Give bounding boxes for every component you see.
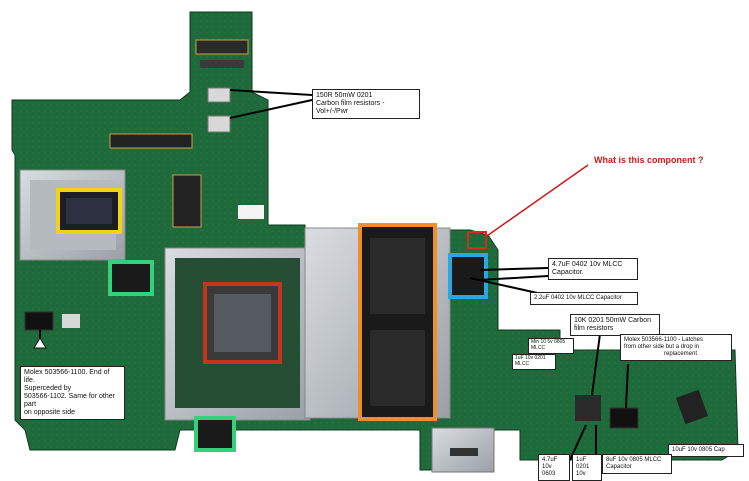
label-molex-right-line2: from other side but a drop in bbox=[624, 343, 700, 350]
small-connector bbox=[62, 314, 80, 328]
inductor bbox=[575, 395, 601, 421]
label-molex-left-line2: Superceded by bbox=[24, 385, 72, 393]
leader-lines bbox=[39, 89, 629, 461]
label-small-a: Min 10 5v 0805 MLCC bbox=[528, 338, 574, 354]
arrow-up bbox=[33, 337, 47, 349]
label-resistors-top-line1: 150R 50mW 0201 bbox=[316, 92, 373, 99]
label-cap-1uF-line2: 10v bbox=[576, 470, 586, 477]
label-resistors-top-line2: Carbon film resistors - Vol+/-/Pwr bbox=[316, 100, 385, 116]
question-label: What is this component ? bbox=[594, 155, 704, 165]
label-cap-22uF: 2.2uF 0402 10v MLCC Capacitor bbox=[530, 292, 638, 305]
label-cap-8uF-line2: Capacitor bbox=[606, 463, 632, 470]
label-cap-47uF-small-line2: 10v 0603 bbox=[542, 463, 556, 477]
label-molex-left-line3: 503566-1102. Same for other part bbox=[24, 393, 115, 409]
label-cap-47uF-small-line1: 4.7uF bbox=[542, 457, 558, 463]
top-connector-2 bbox=[200, 60, 244, 68]
question-arrow bbox=[483, 164, 589, 239]
label-molex-right-line1: Molex 503566-1100 - Latches bbox=[624, 337, 703, 343]
label-cap-1uF-line1: 1uF 0201 bbox=[576, 457, 590, 470]
label-cap-8uF: 8uF 10v 0805 MLCC Capacitor bbox=[602, 454, 672, 474]
sticker bbox=[238, 205, 264, 219]
label-cap-47uF-small: 4.7uF 10v 0603 bbox=[538, 454, 570, 481]
label-cap-10uF: 10uF 10v 0805 Cap bbox=[668, 444, 744, 457]
right-connector bbox=[675, 389, 709, 425]
label-resistor-10k-line1: 10K 0201 50mW Carbon bbox=[574, 317, 652, 324]
label-molex-left-line4: on opposite side bbox=[24, 409, 75, 417]
label-cap-47uF-line2: Capacitor. bbox=[552, 269, 584, 277]
label-molex-left-line1: Molex 503566-1100. End of life. bbox=[24, 369, 110, 385]
unknown-component-box bbox=[467, 231, 487, 249]
board-connector bbox=[172, 174, 202, 228]
cap-blue-box bbox=[448, 253, 488, 299]
label-resistors-top: 150R 50mW 0201 Carbon film resistors - V… bbox=[312, 89, 420, 120]
label-molex-left: Molex 503566-1100. End of life. Superced… bbox=[20, 366, 125, 421]
label-small-b: 1uF 10v 0201 MLCC bbox=[512, 354, 556, 370]
label-molex-right-line3: replacement bbox=[664, 350, 698, 357]
chip-green-bottom bbox=[194, 416, 236, 452]
label-cap-1uF: 1uF 0201 10v bbox=[572, 454, 602, 481]
button-connector bbox=[207, 87, 231, 103]
label-resistor-10k-line2: film resistors bbox=[574, 325, 614, 333]
label-cap-47uF-line1: 4.7uF 0402 10v MLCC bbox=[552, 261, 623, 268]
label-resistor-10k: 10K 0201 50mW Carbon film resistors bbox=[570, 314, 660, 337]
ribbon-connector bbox=[109, 133, 193, 149]
top-connector bbox=[195, 39, 249, 55]
label-cap-8uF-line1: 8uF 10v 0805 MLCC bbox=[606, 457, 662, 463]
label-molex-right: Molex 503566-1100 - Latches from other s… bbox=[620, 334, 732, 361]
button-connector-2 bbox=[207, 115, 231, 133]
molex-left-connector bbox=[24, 311, 54, 331]
label-cap-47uF: 4.7uF 0402 10v MLCC Capacitor. bbox=[548, 258, 638, 281]
chip-green-left bbox=[108, 260, 154, 296]
molex-right-connector bbox=[609, 407, 639, 429]
